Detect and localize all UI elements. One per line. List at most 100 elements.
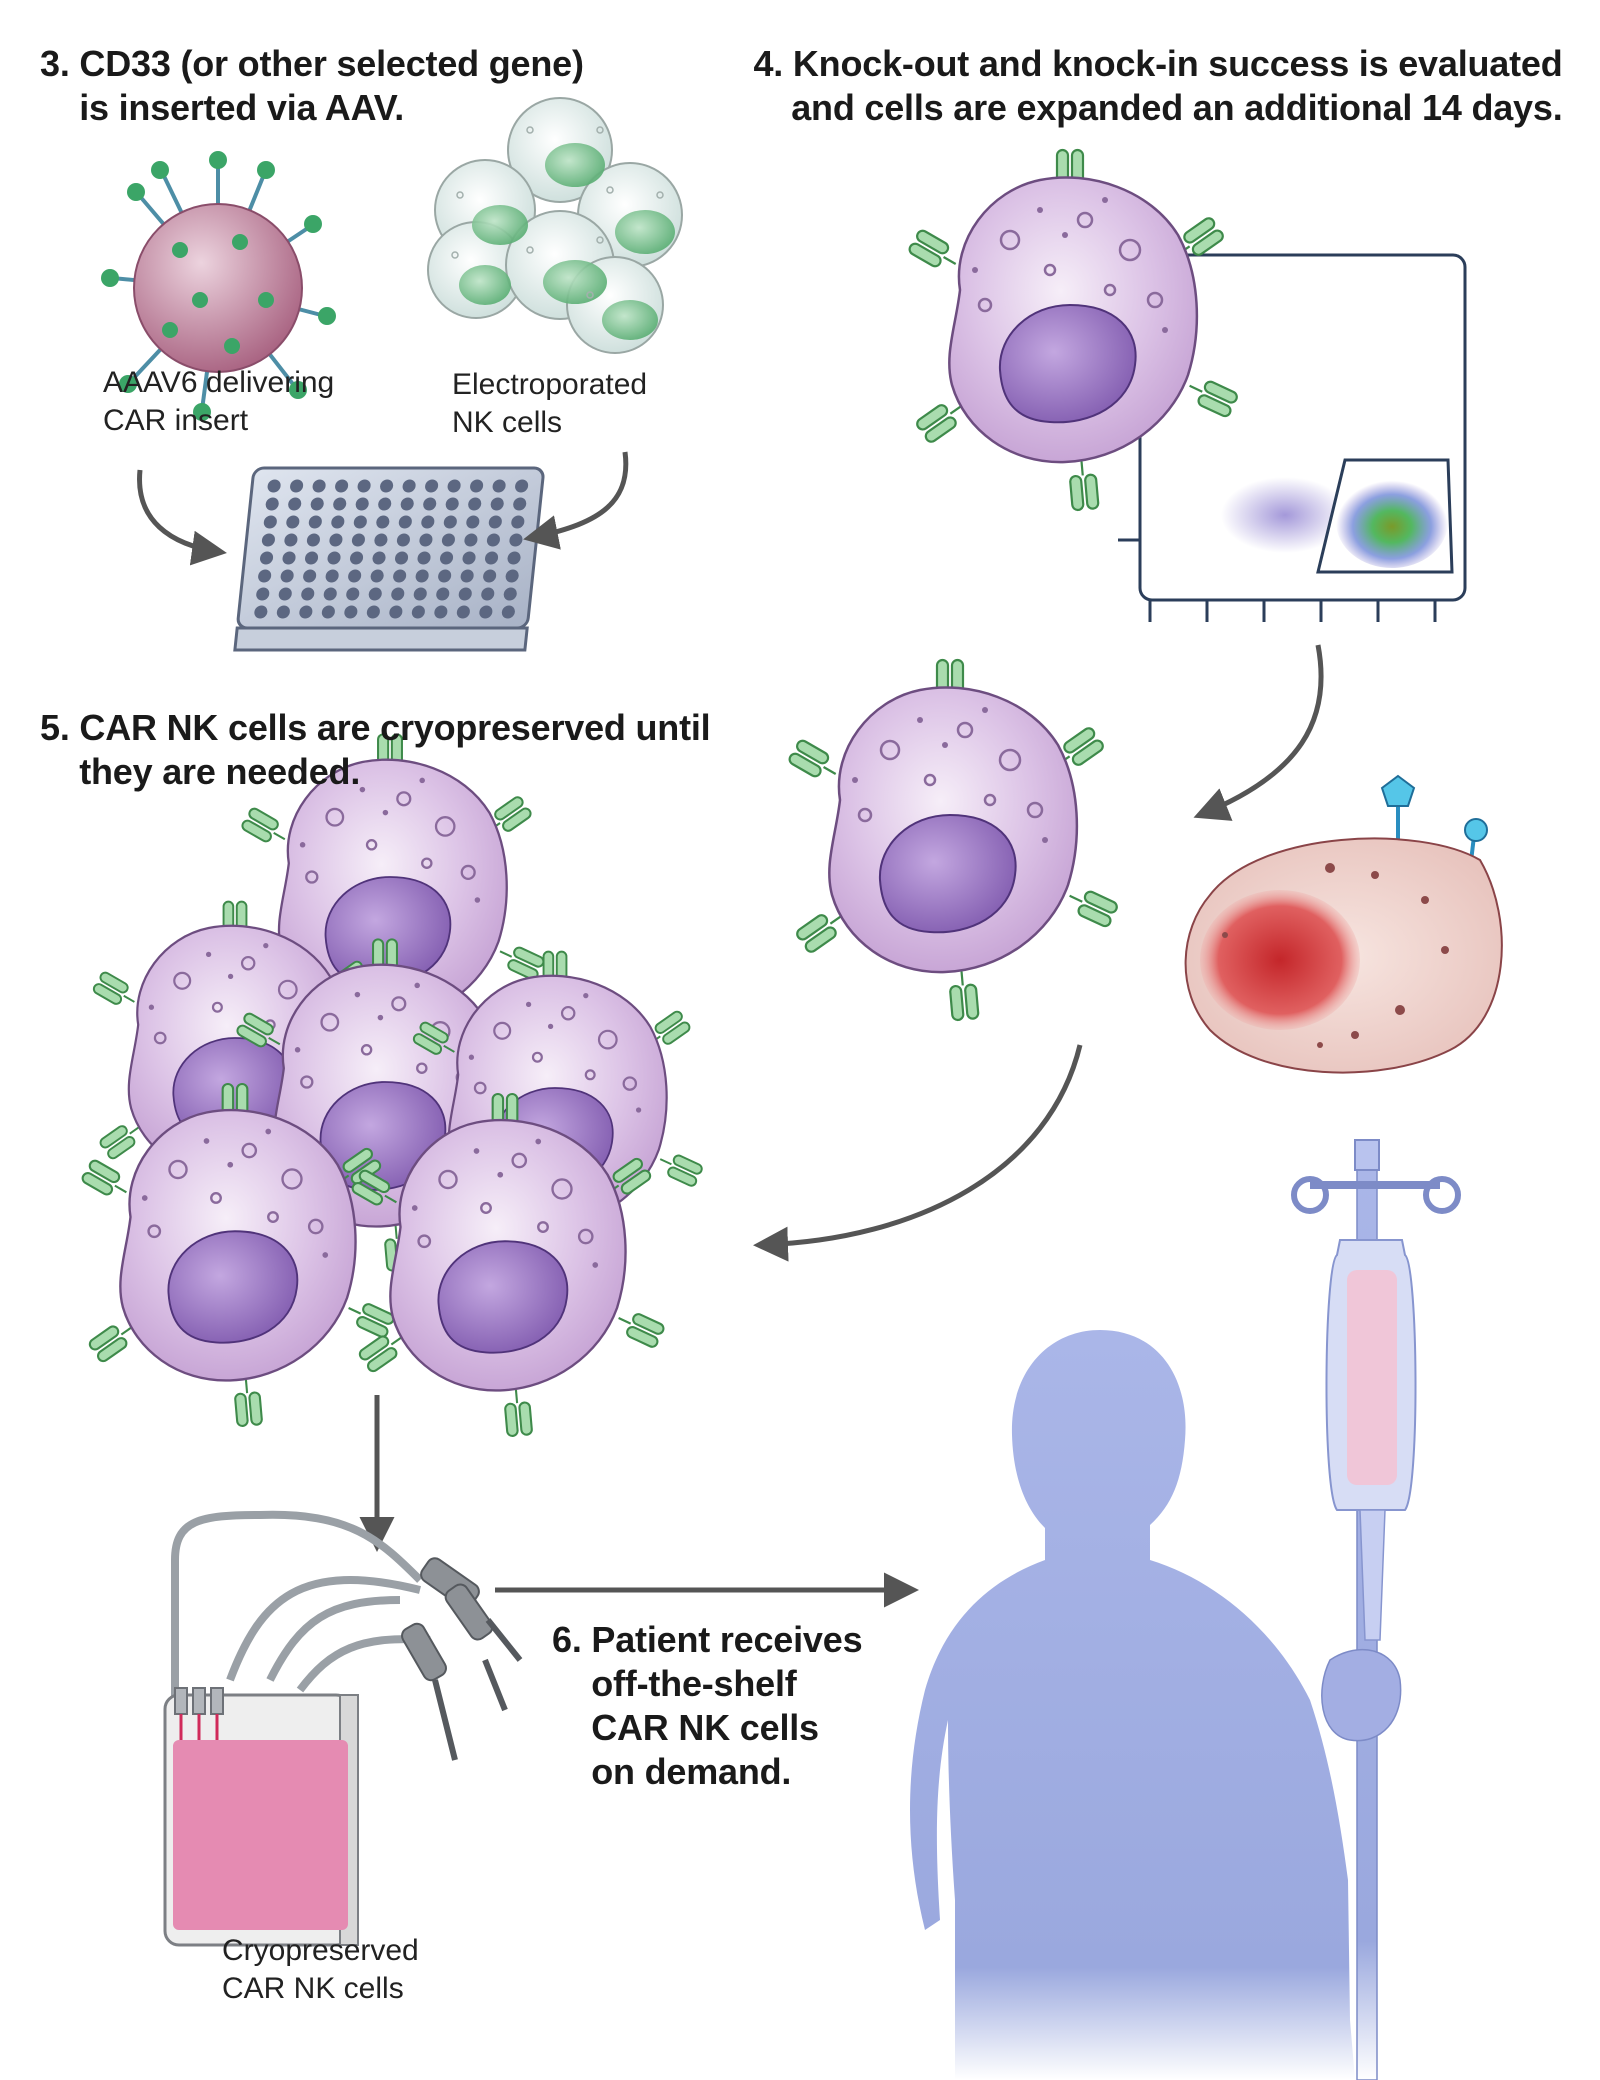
plate-well [436,587,450,601]
car-receptor-icon [348,1303,395,1338]
plate-well [353,515,367,529]
plate-well [421,515,435,529]
plate-well [344,605,358,619]
electroporated-caption: Electroporated NK cells [452,368,648,439]
car-receptor-icon [241,807,286,843]
plate-well [254,605,268,619]
plate-well [350,551,364,565]
nk-cell-body [948,176,1199,464]
nk-cell-body [277,758,508,1023]
car-receptor-icon [81,1159,127,1196]
plate-well [466,515,480,529]
aav-virus [101,151,336,421]
plate-well [321,605,335,619]
plate-well [331,515,345,529]
car-receptor-icon [412,1021,455,1055]
plate-well [470,479,484,493]
iv-pole-and-bag [1291,1139,1461,2080]
plate-well [445,497,459,511]
plate-well [380,479,394,493]
car-receptor-icon [358,1335,403,1373]
plate-well [481,587,495,601]
plate-well [479,605,493,619]
plate-well [306,533,320,547]
plate-well [434,605,448,619]
plate-well [368,587,382,601]
plate-well [423,497,437,511]
plate-well [443,515,457,529]
car-receptor-icon [618,1313,665,1348]
car-receptor-icon [607,1157,652,1195]
plate-well [261,533,275,547]
plate-well [486,533,500,547]
car-receptor-icon [908,229,957,268]
plate-well [355,497,369,511]
plate-well [511,515,525,529]
nk-cell-body [389,1118,627,1392]
plate-well [351,533,365,547]
plate-well [490,497,504,511]
car-nk-cell-expanded [788,658,1118,1022]
plate-well [286,515,300,529]
plate-well [515,479,529,493]
car-nk-cell-cluster [81,733,703,1438]
car-receptor-icon [491,1092,519,1140]
plate-well [395,551,409,565]
plate-well [376,515,390,529]
car-receptor-icon [949,971,980,1022]
plate-well [366,605,380,619]
plate-well [323,587,337,601]
car-receptor-icon [1189,380,1238,418]
plate-well [370,569,384,583]
plate-well [312,479,326,493]
plate-well [419,533,433,547]
car-receptor-icon [351,1169,397,1206]
plate-well [440,551,454,565]
plate-well [485,551,499,565]
plate-well [398,515,412,529]
plate-well [333,497,347,511]
arrow-expand-to-cryo [753,1044,1083,1262]
plate-well [357,479,371,493]
plate-well [263,515,277,529]
plate-well [303,569,317,583]
plate-well [282,551,296,565]
plate-well [501,605,515,619]
plate-well [513,497,527,511]
plate-well [411,605,425,619]
plate-well [402,479,416,493]
car-receptor-icon [222,900,248,944]
car-receptor-icon [234,1379,263,1428]
plate-well [310,497,324,511]
car-receptor-icon [1069,461,1100,512]
arrow-virus-to-plate [137,469,227,566]
cryopreserved-caption: Cryopreserved CAR NK cells [222,1934,419,2005]
plate-well [280,569,294,583]
plate-well [329,533,343,547]
car-receptor-icon [372,938,398,984]
plate-well [299,605,313,619]
tumor-cell [1184,774,1503,1074]
plate-well [325,569,339,583]
plate-well [438,569,452,583]
plate-well [417,551,431,565]
plate-well [468,497,482,511]
plate-well [413,587,427,601]
car-receptor-icon [649,1010,691,1045]
plate-well [447,479,461,493]
car-receptor-icon [916,404,963,443]
electroporated-nk-cells [427,97,683,354]
plate-well [260,551,274,565]
cryopreservation-bag [163,1510,523,1947]
car-receptor-icon [99,1125,141,1160]
plate-well [389,605,403,619]
plate-well [308,515,322,529]
car-receptor-icon [1177,217,1224,256]
patient-silhouette [910,1330,1355,2080]
plate-well [278,587,292,601]
plate-well [507,551,521,565]
car-receptor-icon [1057,727,1104,766]
plate-well [305,551,319,565]
nk-cell-body [828,686,1079,974]
